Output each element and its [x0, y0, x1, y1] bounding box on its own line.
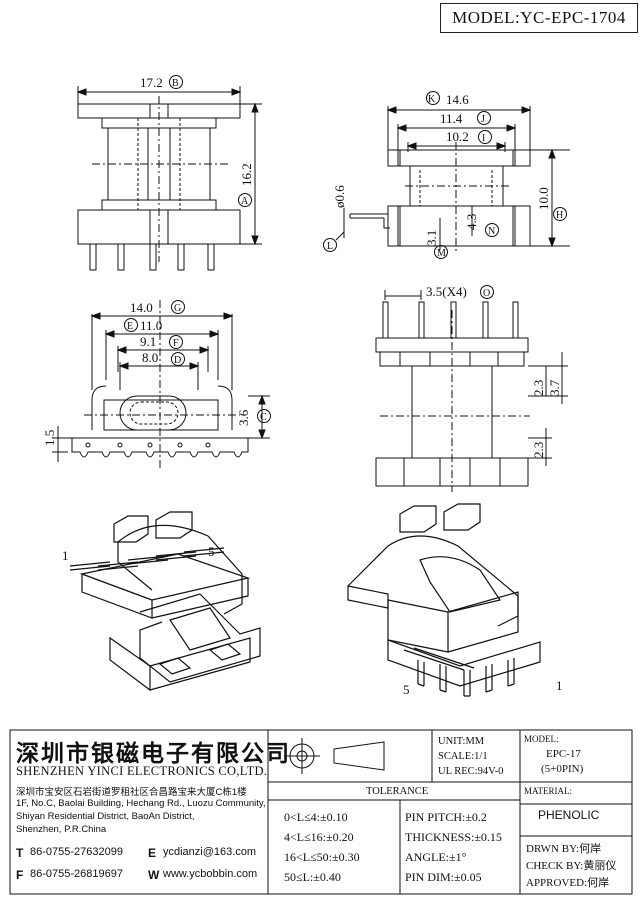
- web-key: W: [148, 868, 160, 882]
- tag-g: G: [174, 303, 181, 314]
- model-value-2: (5+0PIN): [541, 763, 584, 775]
- dim-f: 9.1: [140, 334, 156, 349]
- dim-h: 10.0: [536, 187, 551, 210]
- tag-b: B: [172, 78, 179, 89]
- dim-k: 14.6: [446, 92, 469, 107]
- dim-n: 4.3: [464, 214, 479, 230]
- scale: SCALE:1/1: [438, 751, 488, 762]
- material-label: MATERIAL:: [524, 786, 572, 796]
- dim-g: 14.0: [130, 300, 153, 315]
- pin-label-b5: 5: [403, 682, 410, 697]
- address-cn: 深圳市宝安区石岩街道罗租社区合昌路宝来大厦C栋1楼: [16, 787, 247, 798]
- tol-row-2: 4<L≤16:±0.20: [284, 830, 354, 844]
- tag-m: M: [437, 248, 446, 259]
- tag-i: I: [482, 133, 485, 144]
- address-en-1: 1F, No.C, Baolai Building, Hechang Rd., …: [16, 798, 266, 809]
- tolerance-header: TOLERANCE: [366, 786, 429, 797]
- dim-c: 3.6: [236, 409, 251, 426]
- tag-o: O: [483, 288, 490, 299]
- tag-l: L: [327, 241, 333, 252]
- tag-c: C: [260, 412, 267, 423]
- tag-e: E: [127, 321, 133, 332]
- tag-n: N: [488, 226, 495, 237]
- dim-bot-left: 1.5: [42, 430, 57, 446]
- tol-row-3: 16<L≤50:±0.30: [284, 850, 360, 864]
- dim-d: 8.0: [142, 350, 158, 365]
- dim-s1: 2.3: [531, 380, 546, 396]
- dim-s2: 3.7: [547, 379, 562, 396]
- title-block-frame: [9, 729, 633, 895]
- dim-pin-dia: ø0.6: [332, 185, 347, 208]
- mid-right-view: 3.5(X4) O 2.3 3.7 2.3: [375, 284, 568, 492]
- tag-d: D: [174, 355, 181, 366]
- mid-left-view: 14.0 G E 11.0 9.1 F 8.0 D 3.6 C: [42, 300, 271, 470]
- dim-e: 11.0: [140, 318, 162, 333]
- dim-s3: 2.3: [531, 442, 546, 458]
- dim-top-height: 16.2: [239, 163, 254, 186]
- fax-value: 86-0755-26819697: [30, 868, 123, 880]
- pin-dim: PIN DIM:±0.05: [405, 870, 482, 884]
- dim-i: 10.2: [446, 129, 469, 144]
- fax-key: F: [16, 868, 24, 882]
- ul-rec: UL REC:94V-0: [438, 766, 504, 777]
- tag-j: J: [481, 114, 485, 125]
- model-value-1: EPC-17: [546, 748, 581, 760]
- tel-value: 86-0755-27632099: [30, 846, 123, 858]
- web-value: www.ycbobbin.com: [163, 868, 258, 880]
- email-key: E: [148, 846, 157, 860]
- pin-label-b1: 1: [556, 678, 563, 693]
- pin-label-a1: 1: [62, 548, 69, 563]
- drawn-by: DRWN BY:何岸: [526, 843, 602, 855]
- tag-a: A: [241, 196, 249, 207]
- company-name-en: SHENZHEN YINCI ELECTRONICS CO,LTD.: [16, 764, 268, 778]
- address-en-3: Shenzhen, P.R.China: [16, 824, 107, 835]
- pin-label-a5: 5: [208, 544, 215, 559]
- checked-by: CHECK BY:黄丽仪: [526, 860, 617, 872]
- iso-left-view: [69, 511, 261, 692]
- model-title: MODEL:YC-EPC-1704: [440, 3, 638, 33]
- tag-k: K: [428, 94, 436, 105]
- thickness: THICKNESS:±0.15: [405, 830, 502, 844]
- top-right-view: K 14.6 11.4 J 10.2 I 10.0 H ø0.6 L: [323, 91, 570, 259]
- approved-by: APPROVED:何岸: [526, 877, 610, 889]
- unit: UNIT:MM: [438, 736, 485, 747]
- company-name-cn: 深圳市银磁电子有限公司: [16, 740, 291, 767]
- tag-f: F: [173, 338, 179, 349]
- email-value: ycdianzi@163.com: [163, 846, 257, 858]
- iso-right-view: [347, 503, 541, 697]
- dim-j: 11.4: [440, 111, 463, 126]
- tag-h: H: [556, 210, 563, 221]
- dim-top-width: 17.2: [140, 75, 163, 90]
- dim-o: 3.5(X4): [426, 284, 467, 299]
- model-label: MODEL:: [524, 734, 559, 744]
- tol-row-4: 50≤L:±0.40: [284, 870, 341, 884]
- material-value: PHENOLIC: [538, 808, 600, 822]
- tel-key: T: [16, 846, 24, 860]
- dim-m: 3.1: [424, 230, 439, 246]
- tol-row-1: 0<L≤4:±0.10: [284, 810, 348, 824]
- top-left-view: 17.2 B 16.2 A: [76, 75, 262, 271]
- address-en-2: Shiyan Residential District, BaoAn Distr…: [16, 811, 195, 822]
- angle: ANGLE:±1°: [405, 850, 467, 864]
- pin-pitch: PIN PITCH:±0.2: [405, 810, 487, 824]
